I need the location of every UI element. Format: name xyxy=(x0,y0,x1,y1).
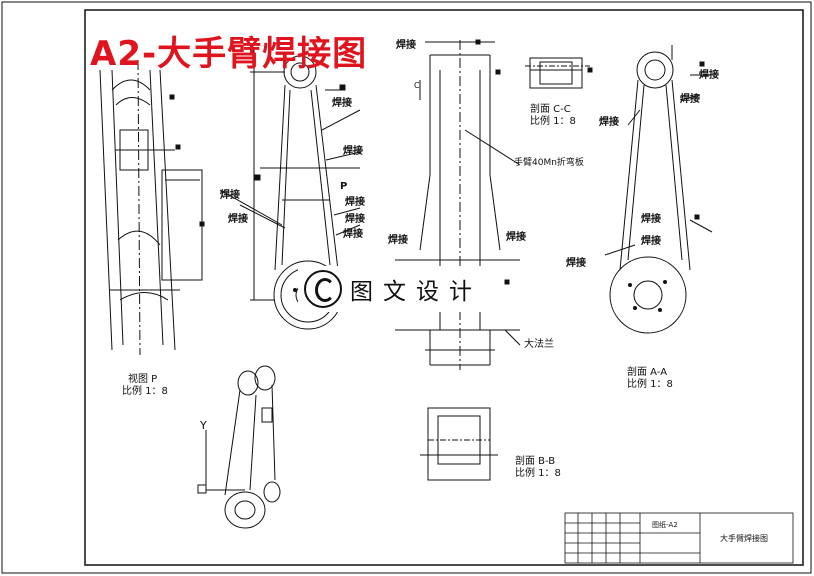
flange-label: 大法兰 xyxy=(524,339,554,350)
drawing-title: A2-大手臂焊接图 xyxy=(90,34,368,74)
view-p-title: 视图 P xyxy=(128,374,158,385)
section-aa-scale: 比例 1：8 xyxy=(627,379,673,390)
weld-label-r4: 焊接 xyxy=(641,214,661,225)
weld-label-r2: 焊接 xyxy=(680,94,700,105)
plate-note: 手臂40Mn折弯板 xyxy=(514,158,584,168)
view-p-scale: 比例 1：8 xyxy=(122,386,168,397)
watermark: 图文设计 xyxy=(298,266,498,312)
section-cc-scale: 比例 1：8 xyxy=(530,116,576,127)
titleblock-name: 大手臂焊接图 xyxy=(720,534,768,543)
weld-label-5: 焊接 xyxy=(345,197,365,208)
weld-label-2: 焊接 xyxy=(343,146,363,157)
weld-label-1: 焊接 xyxy=(332,98,352,109)
watermark-text: 图文设计 xyxy=(350,279,482,305)
weld-label-6: 焊接 xyxy=(345,214,365,225)
weld-label-top: 焊接 xyxy=(396,40,416,51)
weld-label-r3: 焊接 xyxy=(599,117,619,128)
weld-label-plate-right: 焊接 xyxy=(506,232,526,243)
weld-label-3: 焊接 xyxy=(220,190,240,201)
section-bb-title: 剖面 B-B xyxy=(515,456,556,467)
weld-label-plate-left: 焊接 xyxy=(388,235,408,246)
weld-label-r6: 焊接 xyxy=(566,258,586,269)
section-bb-scale: 比例 1：8 xyxy=(515,468,561,479)
weld-label-7: 焊接 xyxy=(343,229,363,240)
view-p-drawing xyxy=(99,59,205,356)
section-aa-title: 剖面 A-A xyxy=(627,367,668,378)
axis-y-label: Y xyxy=(200,419,207,432)
weld-label-4: 焊接 xyxy=(228,214,248,225)
isometric-view xyxy=(197,365,281,529)
inner-border xyxy=(84,9,804,566)
section-cc-title: 剖面 C-C xyxy=(530,104,571,115)
view-mark-p: P xyxy=(340,181,348,192)
section-mark-c: C xyxy=(414,81,420,90)
section-bb-drawing xyxy=(420,407,498,481)
weld-label-r1: 焊接 xyxy=(699,70,719,81)
section-cc-drawing xyxy=(525,57,593,89)
weld-label-r5: 焊接 xyxy=(641,236,661,247)
watermark-logo-icon xyxy=(304,270,342,308)
title-block xyxy=(564,512,794,564)
titleblock-code: 图纸-A2 xyxy=(652,521,678,529)
section-aa-drawing xyxy=(604,45,713,334)
